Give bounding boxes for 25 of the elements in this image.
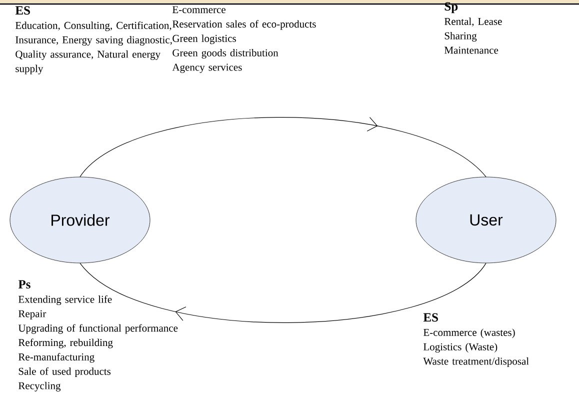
heading: ES <box>423 313 438 322</box>
list-item: Logistics (Waste) <box>424 343 498 353</box>
heading: Ps <box>18 280 30 288</box>
list-item: Upgrading of functional performance <box>18 324 178 334</box>
list-item: Green logistics <box>172 34 236 44</box>
ellipse-node: User <box>416 176 556 264</box>
list-item: E-commerce <box>172 6 226 14</box>
heading: ES <box>15 6 30 15</box>
list-item: Waste treatment/disposal <box>423 357 529 367</box>
list-item: Maintenance <box>444 46 498 54</box>
list-item: Reforming, rebuilding <box>18 338 113 348</box>
list-item: Sharing <box>444 32 477 42</box>
list-item: Green goods distribution <box>172 49 278 59</box>
ellipse-node: Provider <box>10 176 150 264</box>
list-item: Recycling <box>18 382 61 392</box>
list-item: Repair <box>18 310 46 320</box>
list-item: Sale of used products <box>18 367 111 377</box>
service-list: Education, Consulting, Certification, Insurance, Energy saving diagnostic, Quality assurance, Natural energy supply <box>16 22 172 74</box>
list-item: Rental, Lease <box>444 18 502 26</box>
list-item: Re-manufacturing <box>18 353 94 363</box>
list-item: Reservation sales of eco-products <box>172 20 316 30</box>
list-item: E-commerce (wastes) <box>424 328 515 338</box>
heading: Sp <box>444 2 458 14</box>
list-item: Extending service life <box>18 295 112 306</box>
list-item: Agency services <box>172 64 242 73</box>
